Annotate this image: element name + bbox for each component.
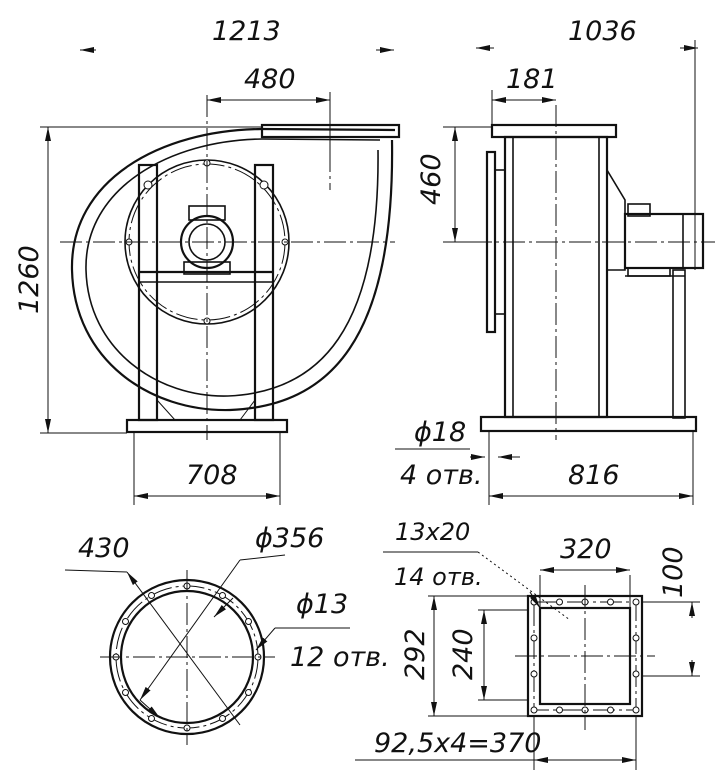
side-view: 1036 181 460 ϕ18 4 отв. 816	[395, 16, 715, 505]
side-base	[479, 415, 698, 433]
front-view: 1213 480 1260 708	[14, 16, 401, 505]
volute-casing-outer	[70, 127, 396, 412]
dim-anchor-hole-diameter: ϕ18	[414, 417, 466, 448]
dim-flange-offset: 100	[658, 546, 689, 598]
inlet-flange-view: 430 ϕ356 ϕ13 12 отв.	[64, 523, 390, 745]
dim-base-width: 708	[186, 460, 238, 491]
dim-shaft-offset: 480	[244, 64, 296, 95]
dim-base-depth: 816	[568, 460, 620, 491]
dim-slot-size: 13x20	[395, 518, 470, 546]
dim-hole-pitch: 92,5x4=370	[374, 728, 541, 759]
dim-hole-diameter: ϕ13	[296, 589, 348, 620]
outlet-flange-view: 13x20 14 отв. 320 100 292 240 92,5x4=370	[355, 518, 700, 770]
dim-bolt-circle: 430	[78, 533, 130, 564]
motor-body	[623, 212, 705, 270]
dim-height-total: 1260	[14, 245, 45, 314]
frame-right-post	[253, 163, 275, 422]
dim-inner-width: 320	[560, 534, 612, 565]
dim-anchor-hole-count: 4 отв.	[400, 460, 483, 491]
dim-outlet-height: 460	[416, 153, 447, 205]
dim-outer-height: 292	[400, 628, 431, 680]
rect-flange-holes	[530, 598, 640, 714]
dim-depth-total: 1036	[568, 16, 637, 47]
dim-inner-height: 240	[448, 628, 479, 680]
side-outlet-flange	[490, 123, 618, 139]
dim-width-total: 1213	[212, 16, 281, 47]
dim-inner-diameter: ϕ356	[255, 523, 324, 554]
dim-slot-count: 14 отв.	[394, 563, 483, 591]
dim-hole-count: 12 отв.	[290, 642, 390, 673]
volute-casing-inner	[85, 138, 381, 397]
dim-inlet-offset: 181	[506, 64, 558, 95]
